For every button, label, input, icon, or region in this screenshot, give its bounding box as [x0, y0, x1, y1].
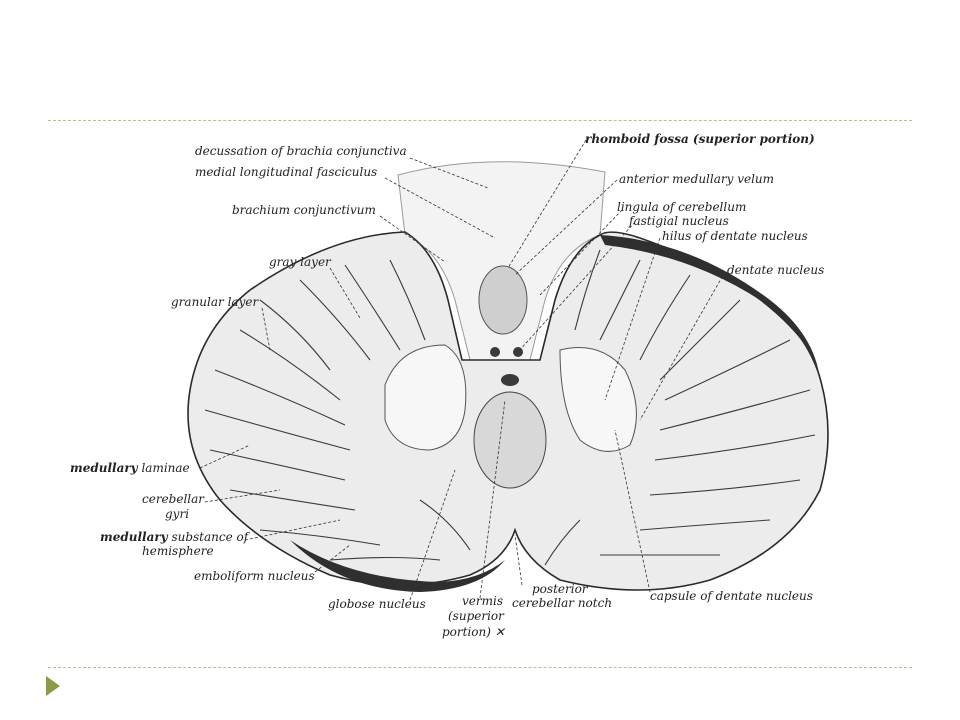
label-cerebellar: cerebellar	[142, 492, 205, 506]
medullary-laminae-rest: laminae	[138, 461, 190, 475]
label-dentate: dentate nucleus	[727, 263, 824, 277]
slide-bullet-icon	[46, 676, 60, 696]
medullary-laminae-bold: medullary	[70, 461, 139, 475]
right-rim	[600, 235, 820, 380]
fastigial-dot-right	[513, 347, 523, 357]
label-vermis-1: vermis	[462, 594, 503, 608]
bottom-divider	[48, 667, 912, 668]
left-dentate-region	[384, 344, 467, 451]
top-divider	[48, 120, 912, 121]
medullary-substance-rest: substance of	[168, 530, 251, 544]
medullary-substance-bold: medullary	[100, 530, 169, 544]
label-gyri: gyri	[165, 507, 189, 521]
label-lingula: lingula of cerebellum	[617, 200, 746, 214]
right-dentate-region	[559, 347, 637, 452]
label-fastigial: fastigial nucleus	[628, 214, 729, 228]
label-gray-layer: gray layer	[269, 255, 332, 269]
vermis-dark-node	[501, 374, 519, 386]
label-medullary-substance: medullary substance of	[100, 530, 251, 544]
label-brachium: brachium conjunctivum	[232, 203, 376, 217]
brainstem	[397, 161, 606, 361]
label-globose: globose nucleus	[328, 597, 426, 611]
label-anterior-velum: anterior medullary velum	[619, 172, 774, 186]
label-mlf: medial longitudinal fasciculus	[195, 165, 377, 179]
label-hilus: hilus of dentate nucleus	[662, 229, 808, 243]
right-folia	[544, 249, 816, 566]
left-folia	[204, 259, 471, 561]
label-emboliform: emboliform nucleus	[194, 569, 315, 583]
label-posterior-2: cerebellar notch	[512, 596, 612, 610]
label-medullary-laminae: medullary laminae	[70, 461, 190, 475]
label-vermis-3: portion) ✕	[442, 625, 506, 639]
label-decussation: decussation of brachia conjunctiva	[195, 144, 407, 158]
label-posterior-1: posterior	[532, 582, 589, 596]
fastigial-dot-left	[490, 347, 500, 357]
vermis-core	[473, 391, 547, 489]
label-rhomboid: rhomboid fossa (superior portion)	[585, 132, 815, 146]
label-hemisphere: hemisphere	[142, 544, 214, 558]
leader-lines	[199, 139, 726, 601]
fourth-ventricle-region	[478, 265, 528, 335]
label-capsule: capsule of dentate nucleus	[650, 589, 813, 603]
lower-left-rim	[290, 540, 505, 592]
label-granular-layer: granular layer	[171, 295, 259, 309]
label-vermis-2: (superior	[448, 609, 505, 623]
